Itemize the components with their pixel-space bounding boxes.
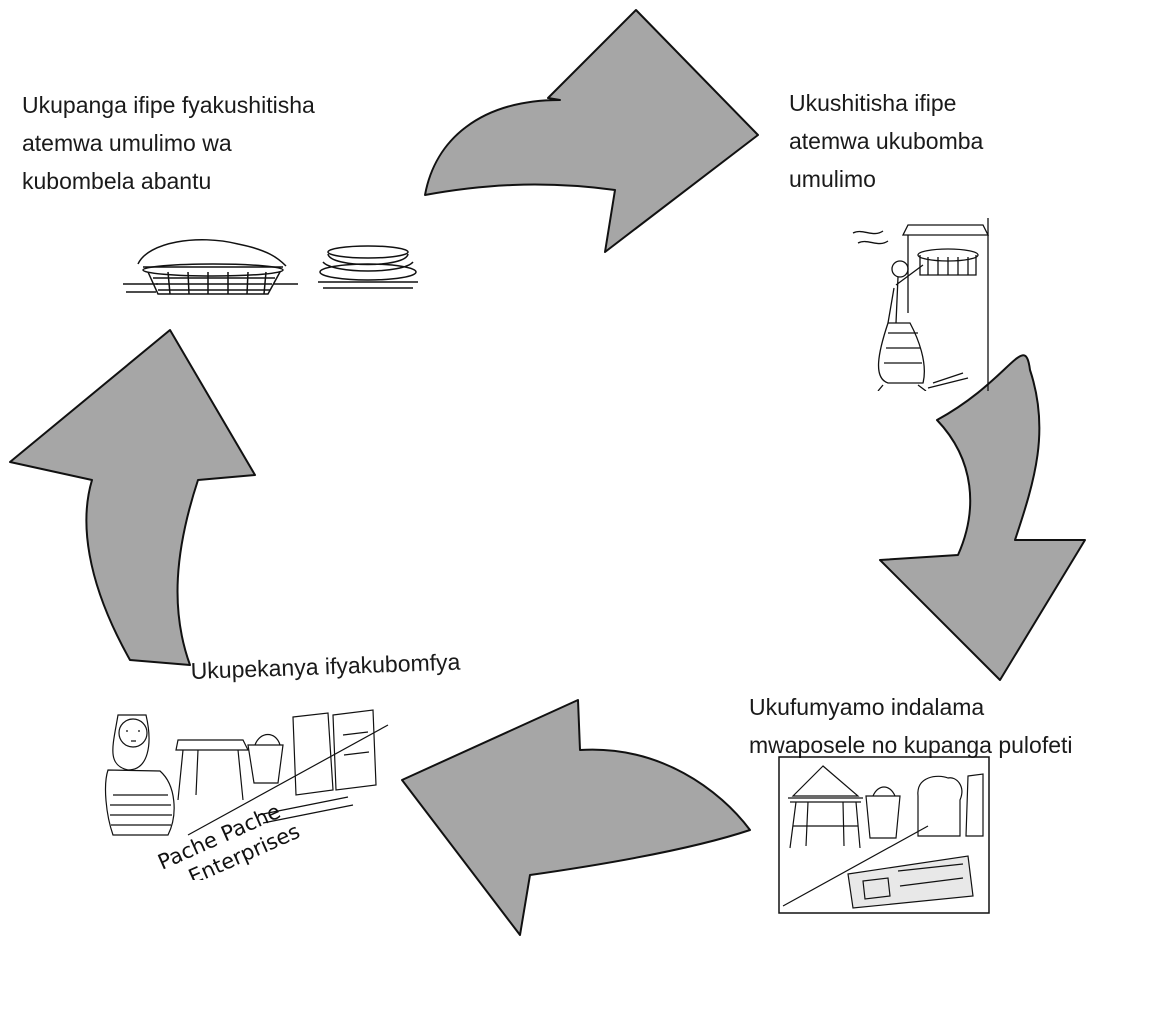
market-stall-with-sacks-and-money-sketch [778,756,990,914]
step-2-line-2: atemwa ukubomba [789,128,984,154]
arrow-bottom [401,699,751,936]
step-3-line-1: Ukufumyamo indalama [749,694,985,720]
step-2-line-3: umulimo [789,166,876,192]
woman-with-stall-and-sacks-sketch: Pache Pache [104,709,389,836]
woman-carrying-basket-at-shop-sketch [852,218,990,391]
step-1-line-2: atemwa umulimo wa [22,130,232,156]
arrow-top [424,9,759,253]
step-2-label: Ukushitisha ifipe atemwa ukubomba umulim… [789,84,983,198]
step-2-line-1: Ukushitisha ifipe [789,90,957,116]
step-1-label: Ukupanga ifipe fyakushitisha atemwa umul… [22,86,315,200]
step-1-line-3: kubombela abantu [22,168,212,194]
step-3-line-2: mwaposele no kupanga pulofeti [749,732,1073,758]
arrow-left [9,329,256,666]
step-3-label: Ukufumyamo indalama mwaposele no kupanga… [749,688,1073,764]
baskets-and-plates-sketch [123,239,418,295]
arrow-right [879,354,1086,681]
stamp-text-block: Pache Pache Enterprises [154,799,303,880]
step-1-line-1: Ukupanga ifipe fyakushitisha [22,92,315,118]
